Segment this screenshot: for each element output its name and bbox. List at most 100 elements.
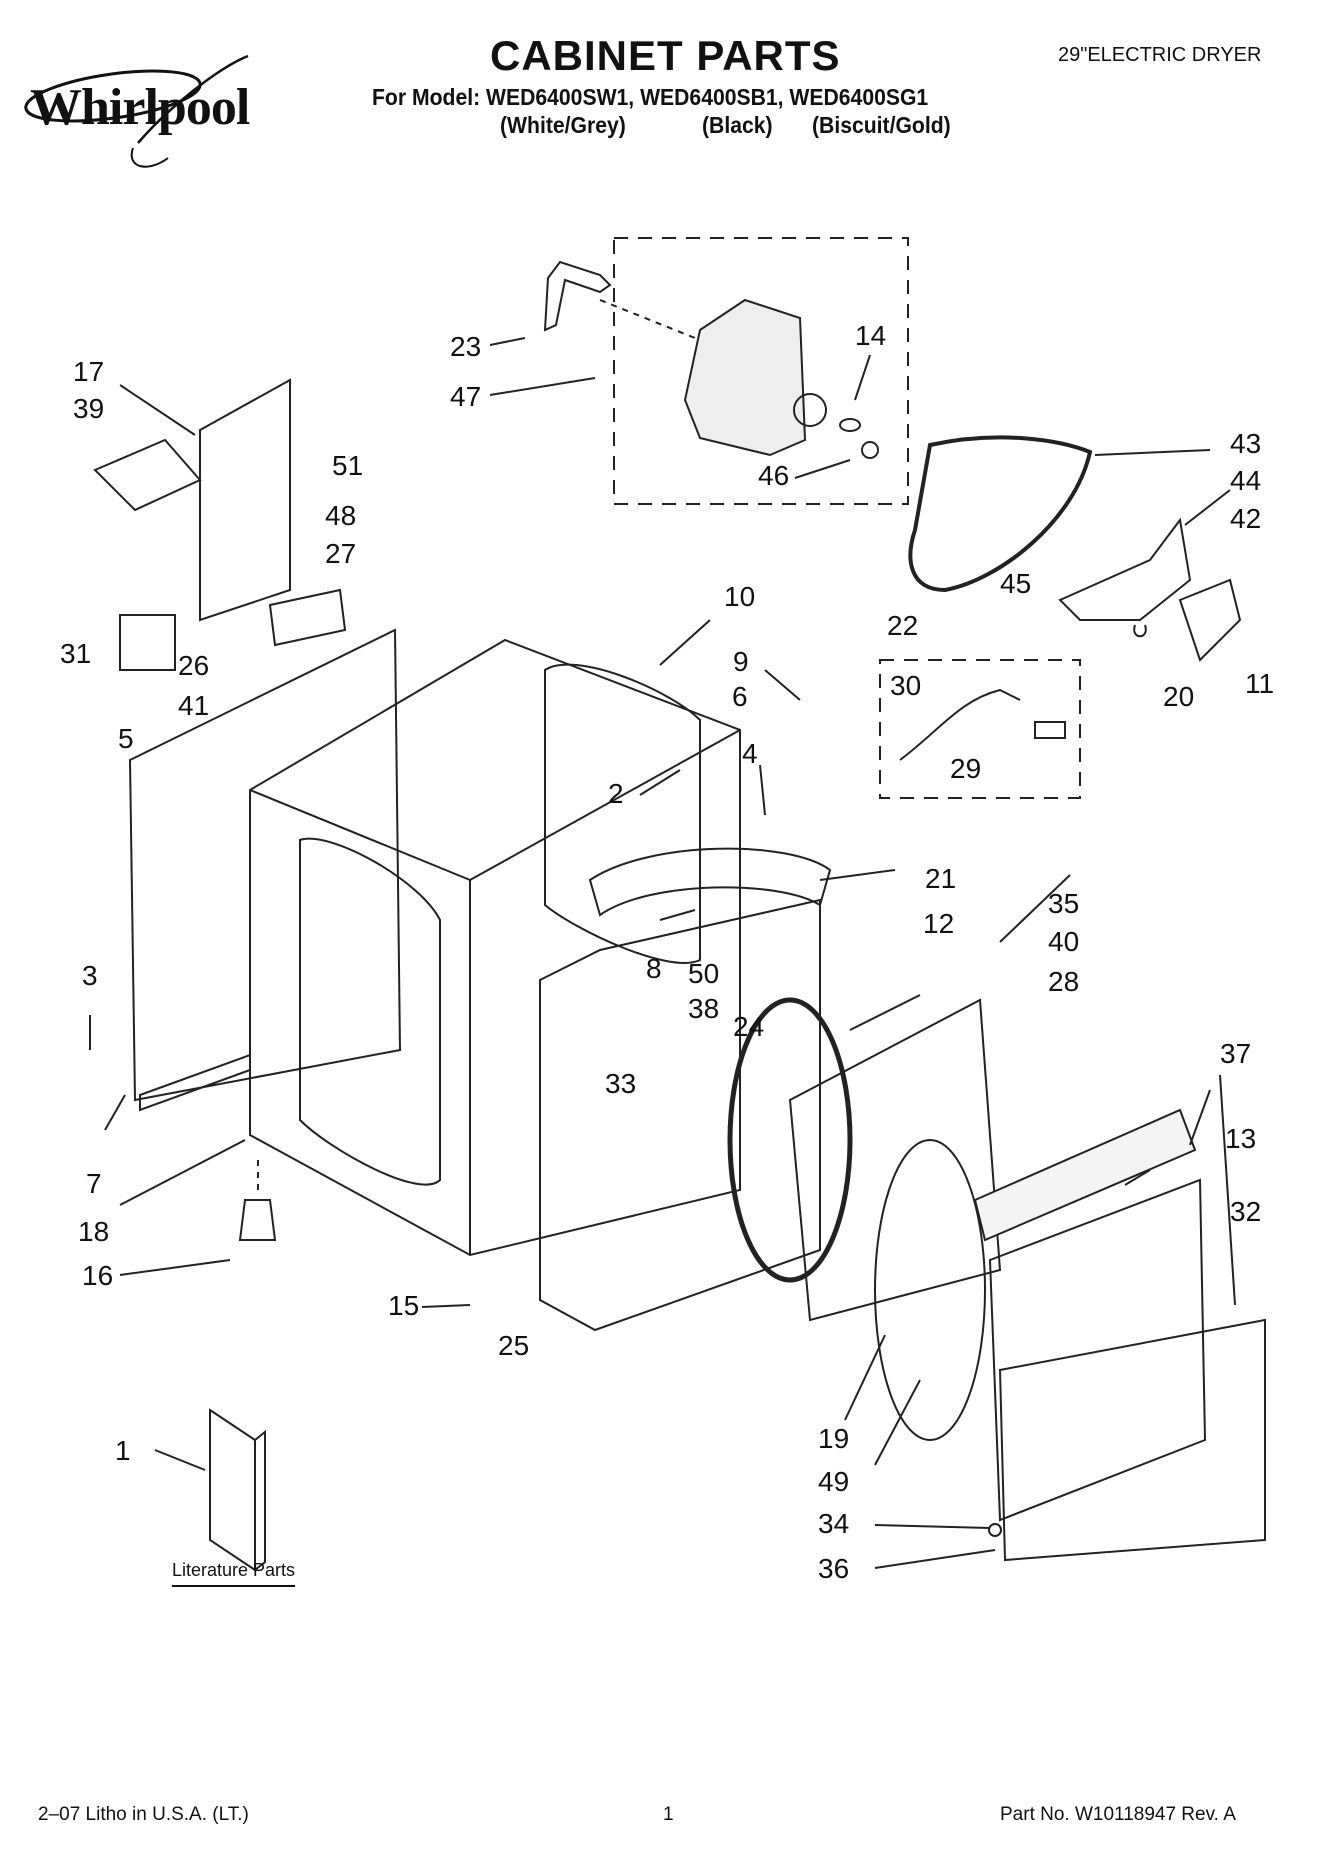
callout-35: 35	[1048, 888, 1080, 919]
callout-40: 40	[1048, 926, 1080, 957]
whirlpool-logo: Whirlpool	[18, 48, 268, 168]
callout-26: 26	[178, 650, 210, 681]
footer-printing: 2–07 Litho in U.S.A. (LT.)	[38, 1804, 249, 1825]
leader-23	[489, 337, 526, 346]
callout-20: 20	[1163, 681, 1195, 712]
footer-part-number: Part No. W10118947 Rev. A	[1000, 1804, 1236, 1825]
callout-6: 6	[732, 681, 748, 712]
leader-36	[874, 1549, 996, 1569]
callout-48: 48	[325, 500, 357, 531]
brand-name: Whirlpool	[30, 79, 250, 136]
leader-16	[119, 1259, 231, 1276]
callout-8: 8	[646, 953, 662, 984]
harness-wire	[899, 688, 1021, 761]
callout-41: 41	[178, 690, 210, 721]
leader-46	[794, 459, 851, 479]
leader-12	[849, 994, 921, 1031]
callout-15: 15	[388, 1290, 420, 1321]
callout-30: 30	[890, 670, 922, 701]
leader-13	[1124, 1169, 1151, 1186]
logo-swoosh	[24, 54, 249, 168]
callout-27: 27	[325, 538, 357, 569]
callout-12: 12	[923, 908, 955, 939]
variant-biscuit-gold: (Biscuit/Gold)	[812, 112, 951, 138]
motor-assembly-box	[613, 237, 909, 505]
callout-22: 22	[887, 610, 919, 641]
callout-51: 51	[332, 450, 364, 481]
leader-9	[764, 669, 801, 701]
leader-44	[1184, 489, 1231, 526]
drive-motor	[683, 298, 807, 457]
callout-36: 36	[818, 1553, 850, 1584]
leader-18	[119, 1139, 246, 1206]
callout-11: 11	[1245, 668, 1275, 699]
leader-14	[854, 354, 871, 401]
variant-white-grey: (White/Grey)	[500, 112, 626, 138]
callout-39: 39	[73, 393, 105, 424]
callout-34: 34	[818, 1508, 850, 1539]
callout-21: 21	[925, 863, 957, 894]
leader-49	[874, 1379, 921, 1466]
literature-parts-caption: Literature Parts	[172, 1560, 296, 1587]
cabinet-outline	[249, 638, 741, 1257]
leader-32	[1219, 1074, 1236, 1306]
callout-28: 28	[1048, 966, 1080, 997]
idler-spring	[1133, 624, 1147, 638]
product-label: 29"ELECTRIC DRYER	[1058, 44, 1262, 66]
leader-43	[1094, 449, 1211, 456]
door-glass	[874, 1139, 986, 1441]
callout-47: 47	[450, 381, 482, 412]
leader-17	[119, 384, 196, 436]
leader-47	[489, 377, 596, 396]
callout-7: 7	[86, 1168, 102, 1199]
door-screw	[988, 1523, 1002, 1537]
cover-plate	[119, 614, 176, 671]
outer-door	[998, 1318, 1266, 1562]
callout-18: 18	[78, 1216, 110, 1247]
leader-7	[104, 1094, 126, 1131]
side-panel-emboss	[299, 837, 441, 1186]
motor-washer	[839, 418, 861, 432]
harness-kit-box	[879, 659, 1081, 799]
callout-25: 25	[498, 1330, 530, 1361]
callout-2: 2	[608, 778, 624, 809]
callout-24: 24	[733, 1011, 765, 1042]
rear-panel-strip	[139, 1053, 251, 1112]
cabinet-top-edge	[469, 729, 741, 881]
door-inner-panel	[988, 1178, 1207, 1522]
leader-8	[659, 909, 696, 921]
idler-bracket	[1058, 517, 1192, 621]
literature-spine	[254, 1429, 266, 1571]
leader-19	[844, 1334, 886, 1421]
terminal-block	[93, 438, 202, 512]
front-bulkhead	[788, 998, 1002, 1322]
callout-10: 10	[724, 581, 756, 612]
leader-4	[759, 764, 766, 816]
callout-19: 19	[818, 1423, 850, 1454]
front-panel	[539, 898, 821, 1332]
terminal-block-panel	[199, 378, 291, 622]
callout-4: 4	[742, 738, 758, 769]
leader-2	[639, 769, 681, 796]
callout-42: 42	[1230, 503, 1262, 534]
cabinet-front-edge	[249, 789, 471, 1255]
callout-49: 49	[818, 1466, 850, 1497]
leader-15	[421, 1304, 471, 1308]
callout-17: 17	[73, 356, 105, 387]
callout-33: 33	[605, 1068, 637, 1099]
callout-44: 44	[1230, 465, 1262, 496]
callout-31: 31	[60, 638, 92, 669]
callout-3: 3	[82, 960, 98, 991]
callout-50: 50	[688, 958, 720, 989]
harness-connector	[1034, 721, 1066, 739]
leader-37	[1189, 1089, 1211, 1146]
motor-nut	[861, 441, 879, 459]
callout-5: 5	[118, 723, 134, 754]
callout-43: 43	[1230, 428, 1262, 459]
motor-clamp	[543, 260, 612, 332]
model-numbers: For Model: WED6400SW1, WED6400SB1, WED64…	[372, 84, 929, 110]
callout-9: 9	[733, 646, 749, 677]
motor-pulley	[793, 393, 827, 427]
leveling-leg	[238, 1199, 277, 1241]
